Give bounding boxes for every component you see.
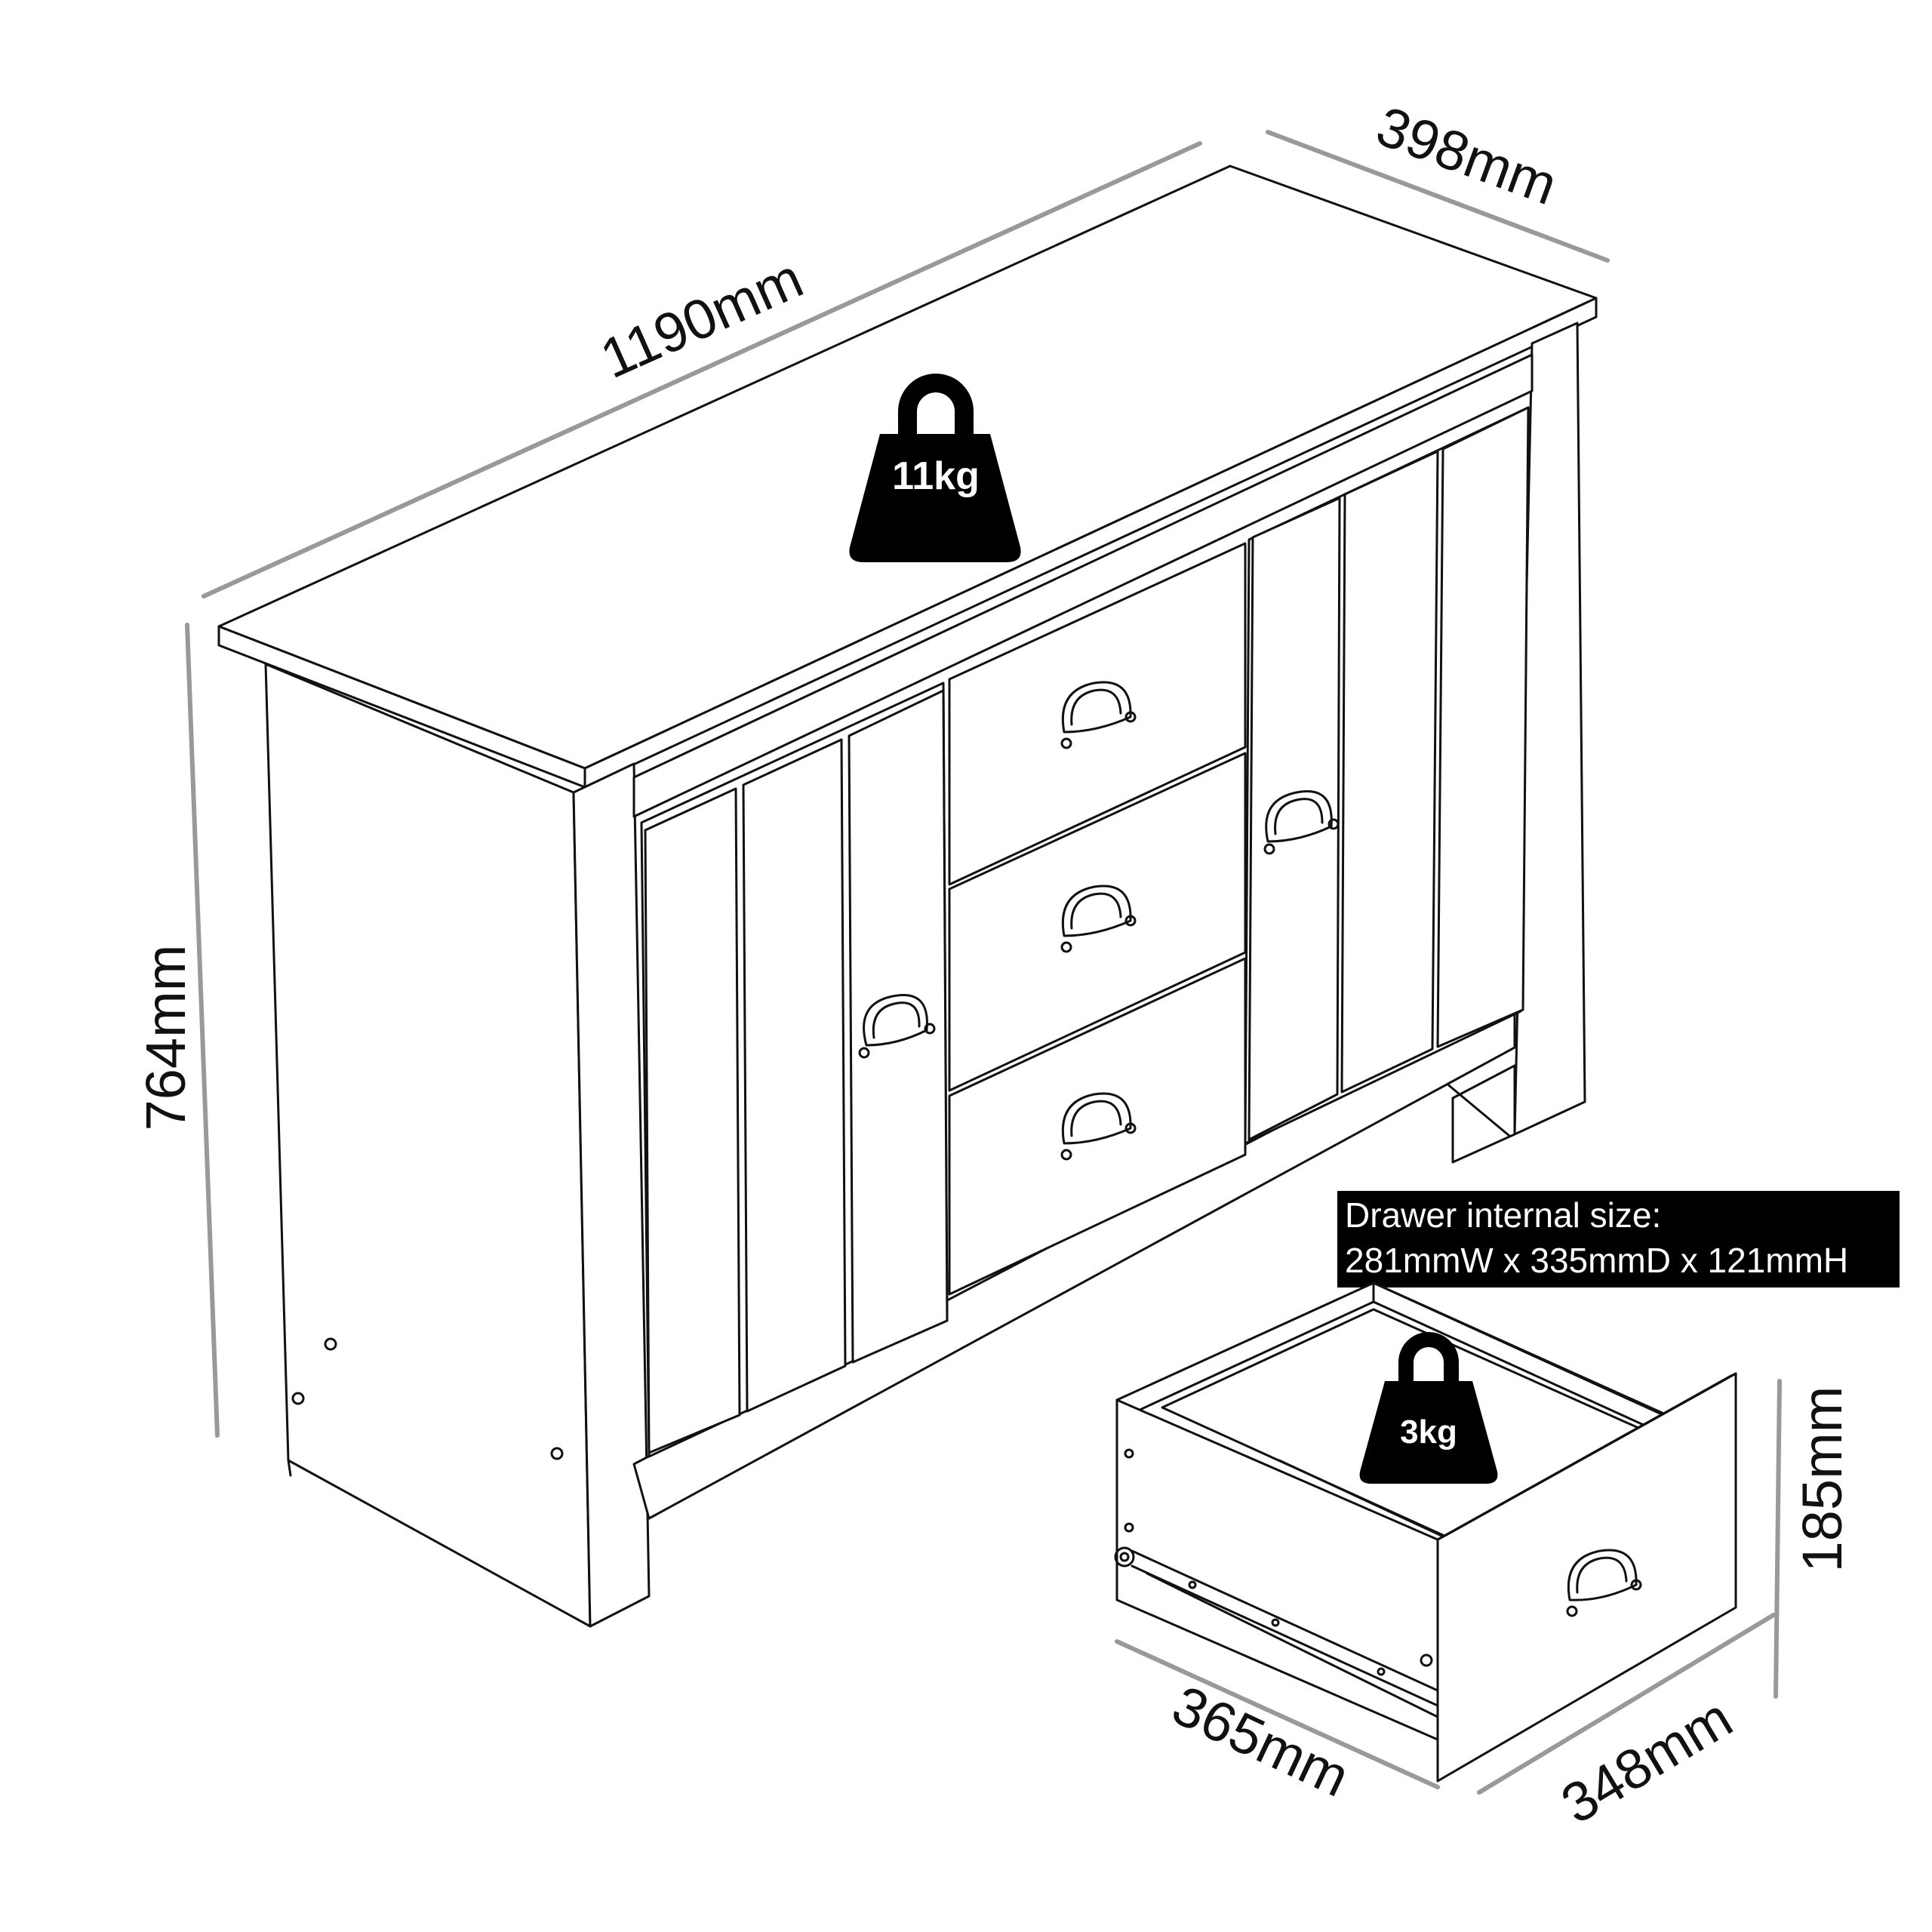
drawer-info-line1: Drawer internal size:: [1345, 1195, 1661, 1235]
cabinet-weight-label: 11kg: [892, 454, 980, 498]
drawer-height-dimension-line: [1774, 1379, 1782, 1699]
height-dimension-line: [185, 623, 220, 1438]
drawer-weight-badge: 3kg: [1359, 1332, 1498, 1484]
middle-drawer-handle[interactable]: [1060, 884, 1137, 953]
drawer-info-background: [1337, 1191, 1900, 1287]
top-drawer[interactable]: [948, 542, 1247, 886]
top-drawer-handle[interactable]: [1060, 681, 1137, 749]
drawer-weight-label: 3kg: [1400, 1414, 1457, 1451]
bottom-drawer[interactable]: [948, 957, 1247, 1296]
left-door-handle[interactable]: [858, 994, 936, 1059]
cabinet-left-side: [264, 663, 592, 1628]
depth-dimension-line: [1266, 130, 1610, 263]
cabinet-weight-badge: 11kg: [849, 374, 1021, 562]
right-door-handle[interactable]: [1263, 790, 1340, 855]
drawer-internal-size-label: Drawer internal size: 281mmW x 335mmD x …: [1337, 1191, 1900, 1287]
left-door[interactable]: [640, 681, 949, 1458]
drawer-info-line2: 281mmW x 335mmD x 121mmH: [1345, 1241, 1848, 1280]
drawer-stack: [948, 542, 1247, 1296]
height-dimension-label: 764mm: [134, 945, 197, 1131]
depth-dimension-label: 398mm: [1369, 94, 1565, 217]
drawer-depth-dimension-line: [1115, 1639, 1440, 1789]
cabinet-left-front-post: [572, 762, 651, 1628]
drawer-width-dimension-label: 348mm: [1551, 1686, 1743, 1835]
drawer-height-dimension-label: 185mm: [1791, 1386, 1854, 1573]
width-dimension-line: [202, 141, 1202, 598]
open-drawer-handle[interactable]: [1566, 1549, 1642, 1617]
right-door[interactable]: [1244, 406, 1530, 1145]
bottom-drawer-handle[interactable]: [1060, 1092, 1137, 1161]
cabinet-top-front-edge: [583, 297, 1598, 789]
drawer-runner: [1114, 1546, 1439, 1718]
weight-icon: [1359, 1332, 1498, 1484]
cabinet-top-rail: [632, 353, 1534, 818]
drawer-width-dimension-line: [1477, 1613, 1776, 1795]
weight-icon: [849, 374, 1021, 562]
middle-drawer[interactable]: [948, 752, 1247, 1092]
